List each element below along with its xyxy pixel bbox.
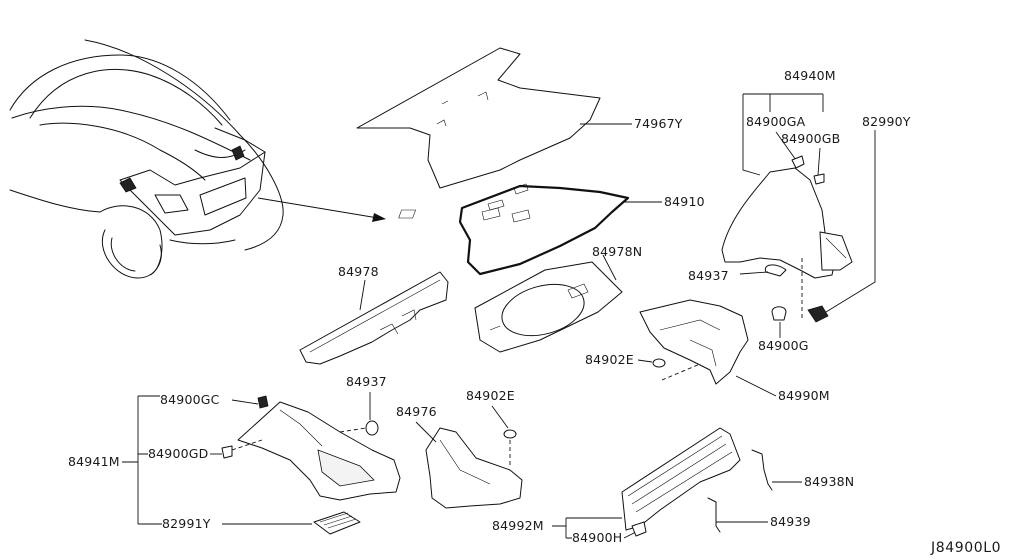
bracket-84941M — [122, 395, 162, 525]
side-trim-84940M — [721, 167, 853, 279]
label-82991Y: 82991Y — [162, 516, 211, 531]
label-84992M: 84992M — [492, 518, 544, 533]
label-84978: 84978 — [338, 264, 379, 279]
label-84900GD: 84900GD — [148, 446, 208, 461]
trunk-board-84910 — [398, 183, 630, 276]
label-84990M: 84990M — [778, 388, 830, 403]
side-trim-84976 — [425, 427, 523, 509]
clip-84937-lower — [365, 420, 379, 436]
diagram-code: J84900L0 — [930, 540, 1001, 556]
label-84900H: 84900H — [572, 530, 622, 545]
leader-84900GA — [775, 131, 797, 161]
leader-84900GB — [817, 147, 821, 176]
dashed-84900GD — [231, 439, 263, 451]
clip-84900GC — [257, 395, 269, 409]
spare-tire-cover-84978N — [474, 261, 623, 353]
label-84900G: 84900G — [758, 338, 809, 353]
clip-84900GD — [221, 445, 233, 459]
clip-84902E-low — [503, 429, 517, 439]
side-trim-84941M — [237, 401, 401, 501]
leader-84978N — [602, 254, 617, 281]
leader-84900H — [623, 531, 637, 539]
sill-finisher-84992M — [621, 427, 741, 531]
clip-84900G — [771, 306, 787, 321]
label-84940M: 84940M — [784, 68, 836, 83]
leader-84902E-mid — [637, 359, 653, 363]
label-84939: 84939 — [770, 514, 811, 529]
label-84937-lower: 84937 — [346, 374, 387, 389]
label-84902E-low: 84902E — [466, 388, 515, 403]
trunk-floor-mat-74967Y — [356, 47, 601, 189]
bracket-84940M — [742, 93, 824, 176]
label-84937-upper: 84937 — [688, 268, 729, 283]
label-82990Y: 82990Y — [862, 114, 911, 129]
leader-84937-upper — [739, 271, 769, 275]
bracket-84992M — [552, 517, 622, 539]
trunk-side-trim-84990M — [639, 299, 749, 385]
label-84938N: 84938N — [804, 474, 854, 489]
bracket-84938N — [751, 449, 773, 491]
rear-panel-trim-84978 — [299, 271, 449, 365]
label-84900GA: 84900GA — [746, 114, 806, 129]
clip-84900GA — [791, 155, 805, 169]
pointer-arrow — [257, 197, 386, 222]
dashed-84902E-mid — [661, 363, 701, 381]
label-74967Y: 74967Y — [634, 116, 683, 131]
label-84910: 84910 — [664, 194, 705, 209]
label-84976: 84976 — [396, 404, 437, 419]
clip-84900GB — [813, 173, 825, 185]
label-84902E-mid: 84902E — [585, 352, 634, 367]
leader-84976 — [415, 421, 437, 443]
leader-84902E-low — [491, 405, 509, 429]
label-84900GB: 84900GB — [781, 131, 840, 146]
grommet-82990Y — [807, 305, 829, 323]
label-84941M: 84941M — [68, 454, 120, 469]
clip-84902E-mid — [652, 358, 666, 368]
leader-84900GC — [231, 399, 259, 405]
vehicle-rear-illustration — [9, 39, 284, 279]
leader-84990M — [735, 375, 777, 397]
leader-82990Y — [825, 130, 876, 313]
label-84978N: 84978N — [592, 244, 642, 259]
label-84900GC: 84900GC — [160, 392, 220, 407]
clip-84900H — [631, 521, 647, 537]
vent-grille-82991Y — [313, 511, 361, 535]
bracket-84939 — [707, 497, 721, 533]
leader-84978 — [359, 279, 366, 311]
dashed-84937-lower — [339, 427, 367, 433]
